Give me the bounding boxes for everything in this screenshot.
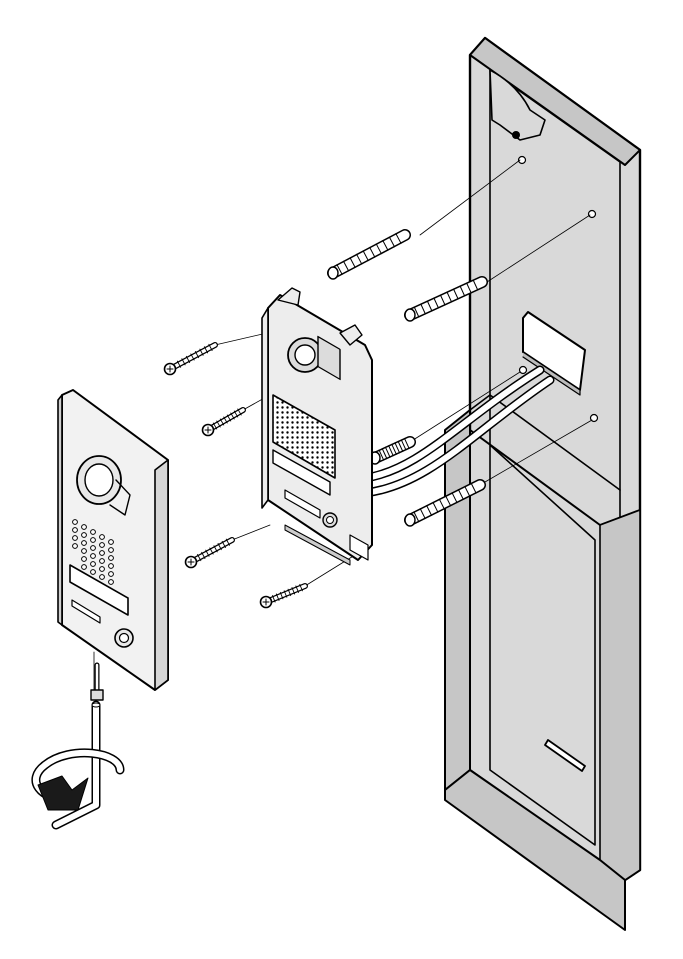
turn-arrow bbox=[31, 748, 125, 811]
drain-slot bbox=[544, 739, 586, 772]
wall-anchor-icon bbox=[404, 479, 486, 527]
unit-body bbox=[261, 287, 373, 566]
cable bbox=[360, 365, 555, 498]
speaker-grille-icon bbox=[272, 394, 336, 479]
cable-opening bbox=[522, 311, 586, 391]
security-screw bbox=[90, 662, 104, 701]
screw-icon bbox=[201, 407, 246, 437]
mounting-hole-icon bbox=[512, 131, 520, 139]
screw-hole-icon bbox=[518, 365, 528, 375]
wall-anchor-icon bbox=[369, 436, 416, 465]
wall-anchor-icon bbox=[404, 276, 488, 322]
hex-key bbox=[51, 700, 101, 830]
wall-anchor-icon bbox=[327, 229, 411, 280]
speaker-holes-icon bbox=[72, 519, 114, 585]
mounting-panel bbox=[444, 36, 642, 931]
rotation-arrow-icon bbox=[37, 775, 89, 811]
cover-plate bbox=[57, 389, 169, 691]
screw-icon bbox=[163, 342, 218, 376]
screw-hole-icon bbox=[517, 155, 527, 165]
screw-hole-icon bbox=[587, 209, 597, 219]
screw-icon bbox=[184, 537, 235, 569]
screw-icon bbox=[259, 583, 308, 609]
